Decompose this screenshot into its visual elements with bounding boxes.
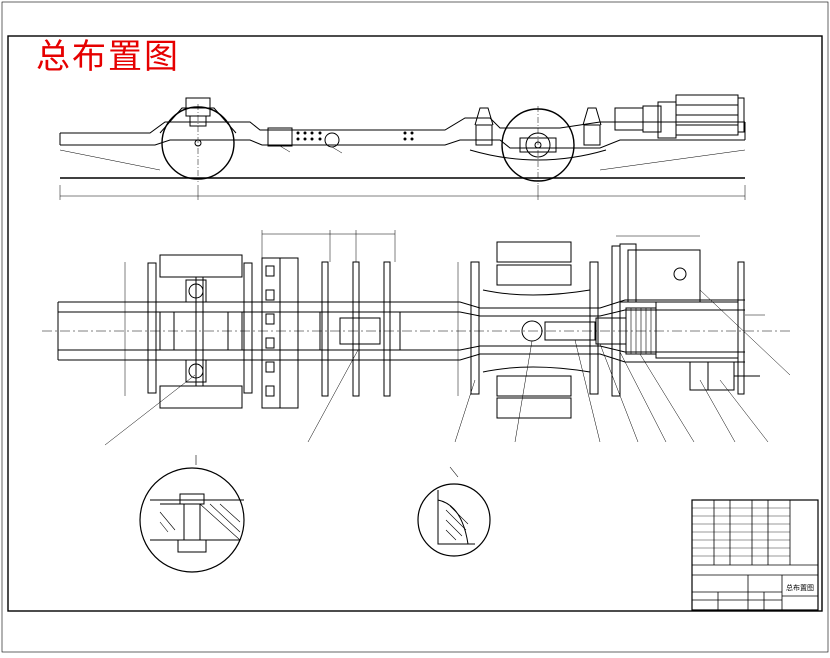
title-block (691, 499, 819, 611)
detail-view-weld (417, 466, 491, 557)
drawing-title: 总布置图 (36, 37, 180, 77)
inner-border (7, 35, 823, 612)
side-view (59, 94, 746, 200)
detail-view-bolt (139, 455, 245, 573)
top-view (42, 230, 791, 446)
title-block-name: 总布置图 (786, 583, 814, 592)
